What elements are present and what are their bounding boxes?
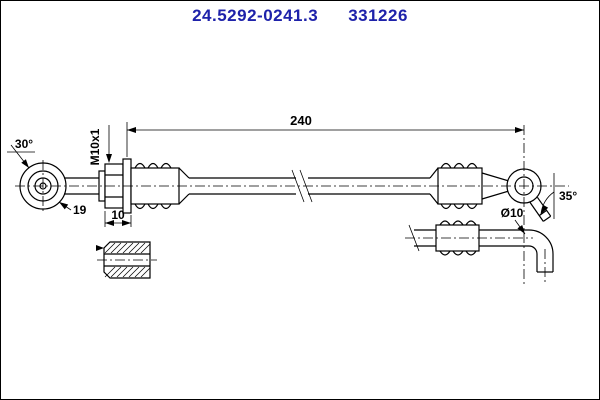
section-view xyxy=(96,241,151,279)
part-number: 24.5292-0241.3 xyxy=(192,6,319,25)
dim-left-eye-size: 19 xyxy=(73,203,87,217)
hose-body xyxy=(189,169,430,203)
fitting-width-dimension: 10 xyxy=(104,208,132,227)
thread-spec-label: M10x1 xyxy=(88,128,102,165)
eye-19-dimension: 19 xyxy=(58,201,87,217)
dim-right-angle: 35° xyxy=(559,189,577,203)
dim-hose-length: 240 xyxy=(290,113,312,128)
title-block: 24.5292-0241.3 331226 xyxy=(1,6,599,26)
length-dimension: 240 xyxy=(126,113,524,157)
thread-dimension: M10x1 xyxy=(88,125,112,165)
dim-left-angle: 30° xyxy=(15,137,33,151)
elbow-tube xyxy=(479,229,554,273)
section-hatching xyxy=(104,242,151,278)
reference-number: 331226 xyxy=(348,6,408,25)
lower-hose-view xyxy=(408,220,554,273)
angle-35-dimension: 35° xyxy=(540,173,577,219)
centerlines xyxy=(15,125,569,287)
dim-tube-diameter: Ø10 xyxy=(501,206,524,220)
angle-30-dimension: 30° xyxy=(7,137,35,169)
dim-fitting-length: 10 xyxy=(111,208,125,222)
tube-diameter-dimension: Ø10 xyxy=(501,206,526,235)
